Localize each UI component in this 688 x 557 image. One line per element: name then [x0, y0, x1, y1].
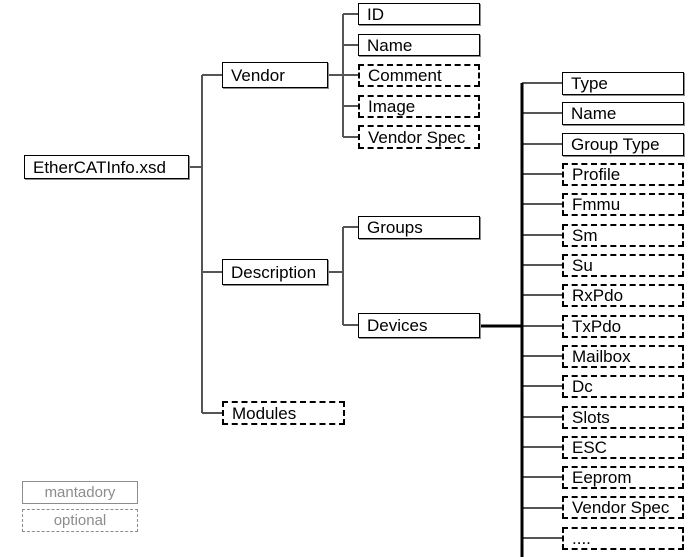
- node-device-fmmu[interactable]: Fmmu: [562, 193, 684, 216]
- node-device-group-type[interactable]: Group Type: [562, 133, 684, 156]
- node-device-slots[interactable]: Slots: [562, 406, 684, 429]
- node-label: Name: [367, 35, 413, 55]
- node-label: Vendor Spec: [572, 498, 670, 517]
- node-device-txpdo[interactable]: TxPdo: [562, 315, 684, 338]
- node-label: ....: [572, 529, 591, 548]
- node-device-more[interactable]: ....: [562, 527, 684, 550]
- legend-label: mantadory: [44, 484, 116, 501]
- node-device-profile[interactable]: Profile: [562, 163, 684, 186]
- node-ethercatinfo-xsd[interactable]: EtherCATInfo.xsd: [24, 155, 189, 179]
- node-vendor-comment[interactable]: Comment: [358, 64, 480, 87]
- node-label: Vendor Spec: [368, 127, 466, 147]
- node-vendor-image[interactable]: Image: [358, 95, 480, 118]
- node-device-eeprom[interactable]: Eeprom: [562, 466, 684, 489]
- node-label: Fmmu: [572, 195, 621, 214]
- node-label: Mailbox: [572, 347, 631, 366]
- node-modules[interactable]: Modules: [222, 401, 345, 425]
- node-label: Profile: [572, 165, 621, 184]
- node-device-sm[interactable]: Sm: [562, 224, 684, 247]
- node-device-dc[interactable]: Dc: [562, 375, 684, 398]
- node-device-rxpdo[interactable]: RxPdo: [562, 284, 684, 307]
- node-label: TxPdo: [572, 317, 622, 336]
- node-vendor[interactable]: Vendor: [222, 62, 328, 88]
- node-device-mailbox[interactable]: Mailbox: [562, 345, 684, 368]
- node-device-name[interactable]: Name: [562, 102, 684, 125]
- node-device-su[interactable]: Su: [562, 254, 684, 277]
- node-label: Sm: [572, 226, 598, 245]
- node-vendor-spec[interactable]: Vendor Spec: [358, 125, 480, 149]
- node-label: Name: [571, 104, 617, 123]
- node-label: Devices: [367, 316, 428, 335]
- node-device-type[interactable]: Type: [562, 72, 684, 95]
- node-label: Description: [231, 262, 317, 282]
- node-label: Group Type: [571, 135, 660, 154]
- node-device-vendor-spec[interactable]: Vendor Spec: [562, 496, 684, 519]
- node-label: Image: [368, 97, 416, 116]
- node-label: Su: [572, 256, 593, 275]
- node-label: Modules: [232, 403, 297, 423]
- node-label: ESC: [572, 438, 607, 457]
- node-label: Groups: [367, 218, 423, 237]
- legend-optional: optional: [22, 509, 138, 532]
- node-device-esc[interactable]: ESC: [562, 436, 684, 459]
- node-label: Dc: [572, 377, 593, 396]
- node-devices[interactable]: Devices: [358, 313, 480, 338]
- node-label: Comment: [368, 66, 442, 85]
- node-label: ID: [367, 4, 384, 24]
- node-vendor-id[interactable]: ID: [358, 3, 480, 25]
- node-label: Type: [571, 74, 608, 93]
- node-label: Slots: [572, 408, 610, 427]
- node-label: Eeprom: [572, 468, 632, 487]
- legend-mandatory: mantadory: [22, 481, 138, 504]
- node-vendor-name[interactable]: Name: [358, 34, 480, 56]
- node-label: RxPdo: [572, 286, 624, 305]
- node-label: Vendor: [231, 65, 285, 85]
- node-description[interactable]: Description: [222, 259, 328, 285]
- node-label: EtherCATInfo.xsd: [33, 157, 166, 177]
- legend-label: optional: [53, 512, 107, 529]
- node-groups[interactable]: Groups: [358, 216, 480, 239]
